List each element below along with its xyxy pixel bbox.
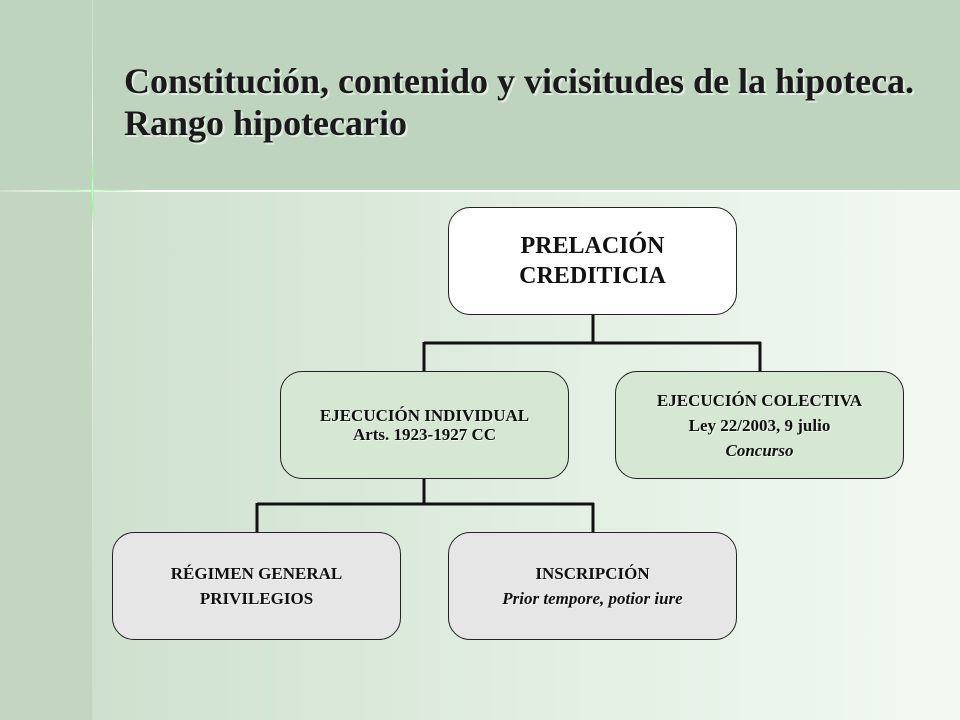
node-ejecucion-individual: EJECUCIÓN INDIVIDUAL Arts. 1923-1927 CC	[280, 371, 569, 479]
node-inscripcion-line1: INSCRIPCIÓN	[535, 564, 650, 583]
slide-title: Constitución, contenido y vicisitudes de…	[124, 61, 915, 143]
node-colectiva-line3: Concurso	[725, 440, 794, 460]
node-regimen-line2: PRIVILEGIOS	[199, 589, 314, 608]
title-band	[0, 0, 960, 190]
node-colectiva-line1: EJECUCIÓN COLECTIVA	[656, 390, 863, 410]
node-regimen-line1: RÉGIMEN GENERAL	[170, 564, 343, 583]
node-prelacion-line1: PRELACIÓN	[520, 233, 665, 259]
left-band	[0, 190, 92, 720]
sparkle-decoration-vertical	[91, 150, 94, 230]
sparkle-decoration-horizontal	[42, 189, 152, 192]
node-colectiva-line2: Ley 22/2003, 9 julio	[688, 415, 831, 435]
node-prelacion-crediticia: PRELACIÓN CREDITICIA	[448, 207, 737, 315]
node-individual-line1: EJECUCIÓN INDIVIDUAL	[319, 406, 530, 425]
node-inscripcion-line2: Prior tempore, potior iure	[502, 589, 683, 608]
node-prelacion-line2: CREDITICIA	[519, 263, 666, 289]
title-divider	[0, 190, 960, 192]
node-ejecucion-colectiva: EJECUCIÓN COLECTIVA Ley 22/2003, 9 julio…	[615, 371, 904, 479]
node-regimen-general: RÉGIMEN GENERAL PRIVILEGIOS	[112, 532, 401, 640]
node-individual-line2: Arts. 1923-1927 CC	[352, 425, 497, 444]
vertical-divider	[92, 0, 93, 720]
node-inscripcion: INSCRIPCIÓN Prior tempore, potior iure	[448, 532, 737, 640]
